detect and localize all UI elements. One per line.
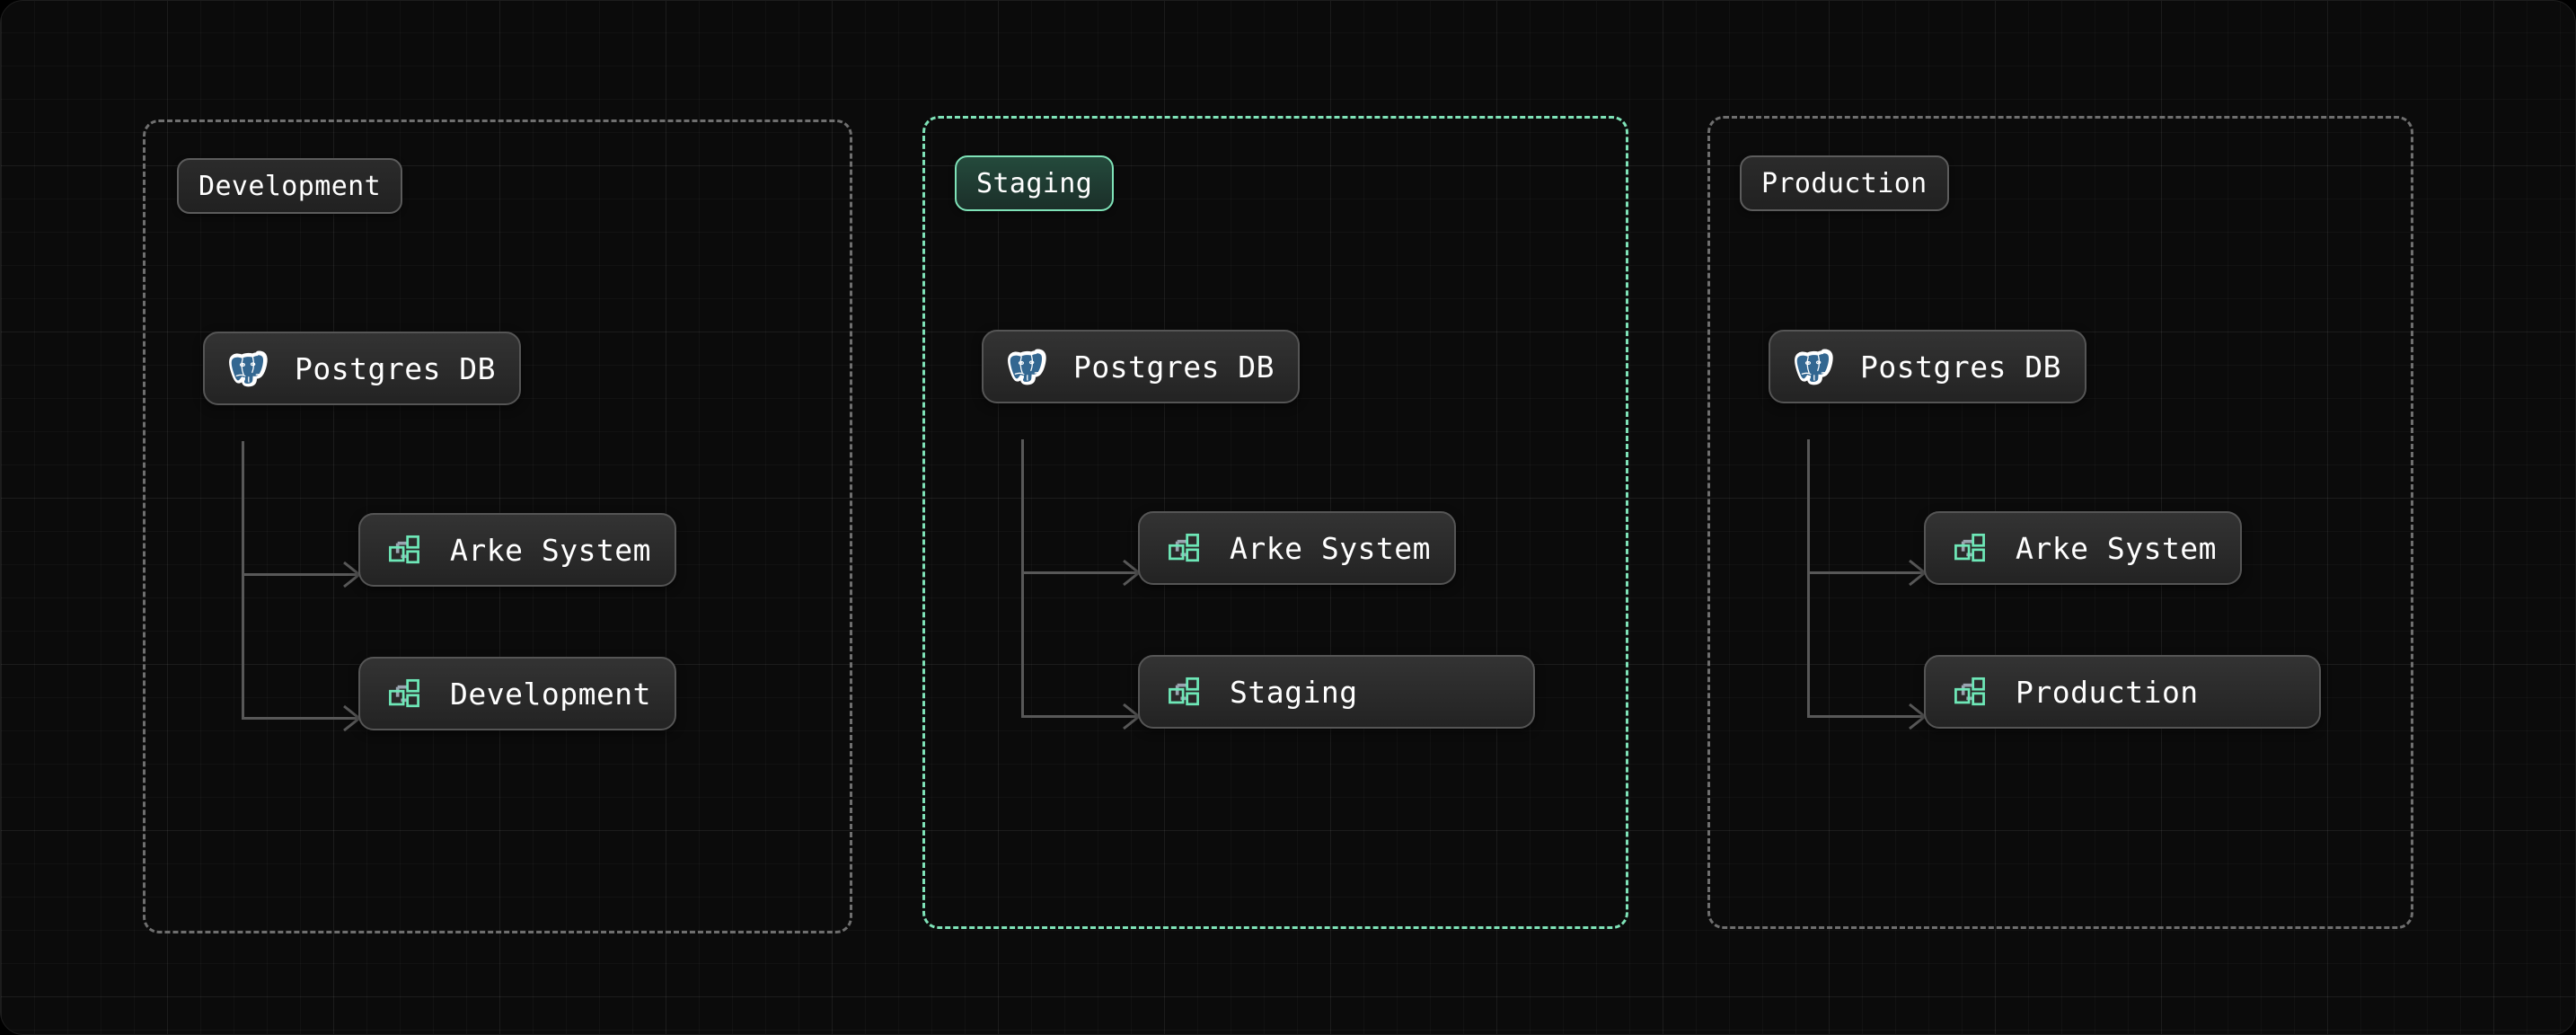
node-label: Arke System <box>1230 530 1432 566</box>
group-label-text: Staging <box>976 167 1093 199</box>
node-prd-arke-system[interactable]: Arke System <box>1924 511 2243 585</box>
group-production[interactable] <box>1707 116 2413 929</box>
node-label: Postgres DB <box>1860 349 2062 385</box>
postgres-icon <box>1007 346 1048 387</box>
postgres-icon <box>1794 346 1835 387</box>
node-label: Staging <box>1230 674 1358 710</box>
node-label: Arke System <box>2016 530 2218 566</box>
group-label-text: Production <box>1761 167 1928 199</box>
group-staging[interactable] <box>922 116 1628 929</box>
group-label-text: Development <box>198 170 382 202</box>
group-label-production[interactable]: Production <box>1740 155 1949 211</box>
node-stg-postgres-db[interactable]: Postgres DB <box>982 330 1301 403</box>
group-label-staging[interactable]: Staging <box>955 155 1115 211</box>
arke-system-icon <box>1949 527 1990 569</box>
arke-system-icon <box>384 529 425 571</box>
group-development[interactable] <box>143 119 852 933</box>
postgres-icon <box>228 348 269 389</box>
node-dev-arke-system[interactable]: Arke System <box>358 513 677 587</box>
arke-system-icon <box>384 673 425 714</box>
node-dev-postgres-db[interactable]: Postgres DB <box>203 332 522 405</box>
node-label: Postgres DB <box>295 350 497 386</box>
node-prd-postgres-db[interactable]: Postgres DB <box>1769 330 2087 403</box>
arke-system-icon <box>1163 527 1204 569</box>
arke-system-icon <box>1163 671 1204 712</box>
node-label: Development <box>450 676 652 712</box>
node-prd-environment[interactable]: Production <box>1924 655 2321 729</box>
node-stg-environment[interactable]: Staging <box>1138 655 1535 729</box>
node-label: Production <box>2016 674 2199 710</box>
node-dev-environment[interactable]: Development <box>358 657 677 730</box>
arke-system-icon <box>1949 671 1990 712</box>
node-label: Postgres DB <box>1073 349 1275 385</box>
group-label-development[interactable]: Development <box>177 158 403 214</box>
node-stg-arke-system[interactable]: Arke System <box>1138 511 1457 585</box>
node-label: Arke System <box>450 532 652 568</box>
